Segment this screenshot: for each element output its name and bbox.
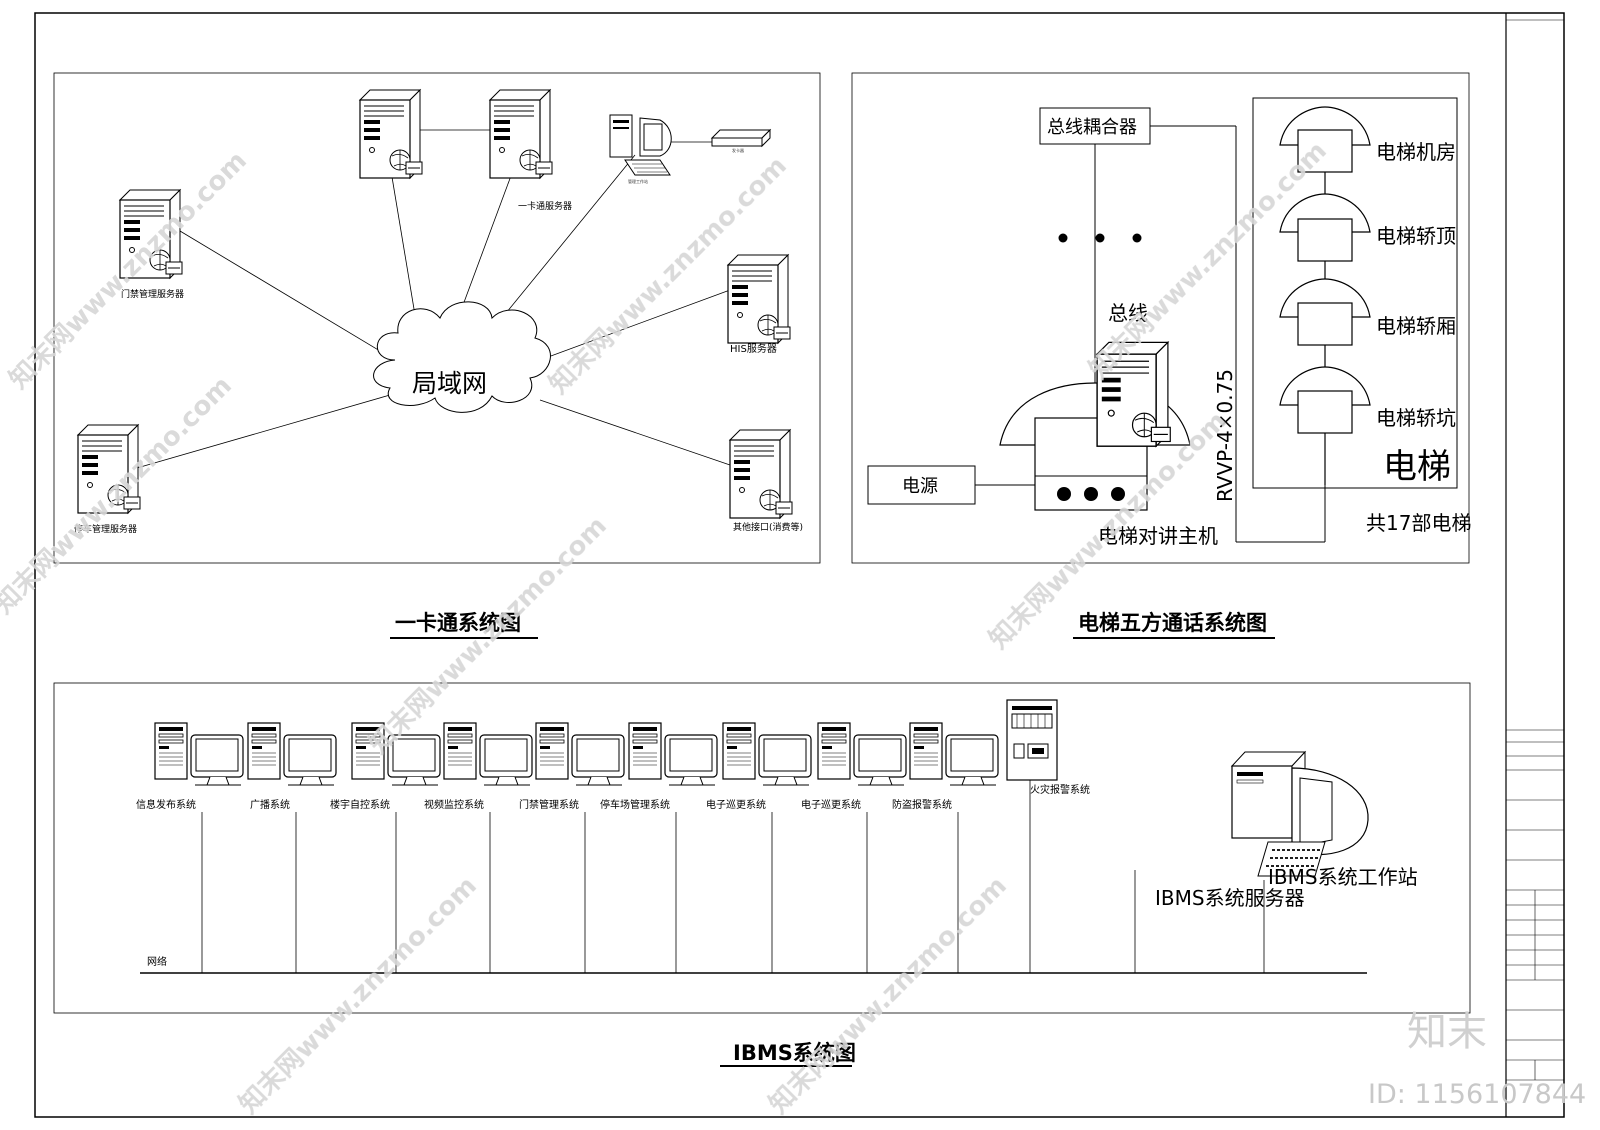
his-server-label: HIS服务器 [730, 342, 777, 355]
cable-label: RVVP-4×0.75 [1213, 369, 1237, 502]
elevator-panel [851, 72, 1470, 564]
workstation-label: 管理工作站 [628, 178, 648, 184]
access-server-label: 门禁管理服务器 [121, 288, 184, 300]
subsystem-label: 信息发布系统 [136, 798, 196, 811]
title-block [1506, 19, 1564, 1081]
continuation-dot [1095, 233, 1105, 243]
power-label: 电源 [902, 476, 938, 497]
continuation-dot [1058, 233, 1068, 243]
bus-label: 总线 [1108, 301, 1148, 325]
watermark-text: 知末网www.znzmo.com [364, 511, 613, 760]
elevator-wiring [975, 125, 1326, 543]
server-icon [359, 89, 423, 179]
ibms-workstation-icon [1230, 750, 1369, 877]
ykt-title: 一卡通系统图 [395, 611, 521, 635]
subsystem-label: 门禁管理系统 [519, 798, 579, 811]
lan-cloud [373, 301, 551, 413]
workstation-icon [609, 114, 672, 176]
elevator-label: 电梯 [1383, 447, 1451, 487]
point-pit: 电梯轿坑 [1376, 406, 1456, 430]
card-reader-label: 发卡器 [732, 147, 744, 153]
subsystem-computer-icon [443, 722, 533, 786]
continuation-dot [1132, 233, 1142, 243]
bus-coupler-label: 总线耦合器 [1047, 117, 1137, 138]
subsystem-computer-icon [909, 722, 999, 786]
subsystem-computer-icon [247, 722, 337, 786]
subsystem-computer-icon [154, 722, 244, 786]
subsystem-label: 防盗报警系统 [892, 798, 952, 811]
subsystem-computer-icon [535, 722, 625, 786]
point-machine-room: 电梯机房 [1376, 140, 1456, 164]
elevator-shaft [1252, 97, 1458, 489]
subsystem-label: 视频监控系统 [424, 798, 484, 811]
subsystem-label: 停车场管理系统 [600, 798, 670, 811]
ykt-server-icon [489, 89, 553, 179]
ibms-workstation-label: IBMS系统工作站 [1268, 865, 1418, 889]
ibms-panel [53, 682, 1471, 1014]
watermark-id: ID: 1156107844 [1368, 1079, 1586, 1110]
fire-alarm-panel-icon [1006, 699, 1058, 781]
subsystem-label: 楼宇自控系统 [330, 798, 390, 811]
card-reader-icon [710, 128, 772, 148]
ibms-subsystems: 信息发布系统 广播系统 楼宇自控系统 视频监控系统 门禁管理系统 停车场管理系统 电子巡更系… [136, 722, 999, 973]
other-interface-label: 其他接口(消费等) [733, 521, 803, 533]
ykt-panel [53, 72, 821, 564]
subsystem-label: 广播系统 [250, 798, 290, 811]
network-label: 网络 [147, 955, 167, 968]
subsystem-computer-icon [722, 722, 812, 786]
subsystem-label: 电子巡更系统 [706, 798, 766, 811]
parking-server-label: 停车管理服务器 [74, 523, 137, 535]
watermark-text: 知末网www.znzmo.com [1084, 136, 1333, 385]
watermark-text: 知末网www.znzmo.com [234, 871, 483, 1120]
other-interface-icon [729, 429, 793, 519]
subsystem-computer-icon [628, 722, 718, 786]
his-server-icon [727, 254, 791, 344]
ibms-server-label: IBMS系统服务器 [1155, 886, 1305, 910]
point-car: 电梯轿厢 [1376, 314, 1456, 338]
point-car-top: 电梯轿顶 [1376, 224, 1456, 248]
power-box [867, 465, 976, 505]
watermark-text: 知末网www.znzmo.com [4, 146, 253, 395]
elevator-title: 电梯五方通话系统图 [1078, 611, 1267, 635]
watermark-text: 知末网www.znzmo.com [764, 871, 1013, 1120]
host-label: 电梯对讲主机 [1098, 524, 1218, 548]
lan-label: 局域网 [412, 369, 487, 398]
ibms-title: IBMS系统图 [733, 1041, 856, 1065]
elevator-count: 共17部电梯 [1366, 511, 1471, 535]
subsystem-computer-icon [817, 722, 907, 786]
ykt-server-label: 一卡通服务器 [518, 200, 572, 212]
elevator-stations [1279, 106, 1371, 485]
fire-alarm-label: 火灾报警系统 [1030, 783, 1090, 796]
watermark-logo: 知末 [1407, 1009, 1487, 1055]
subsystem-label: 电子巡更系统 [801, 798, 861, 811]
